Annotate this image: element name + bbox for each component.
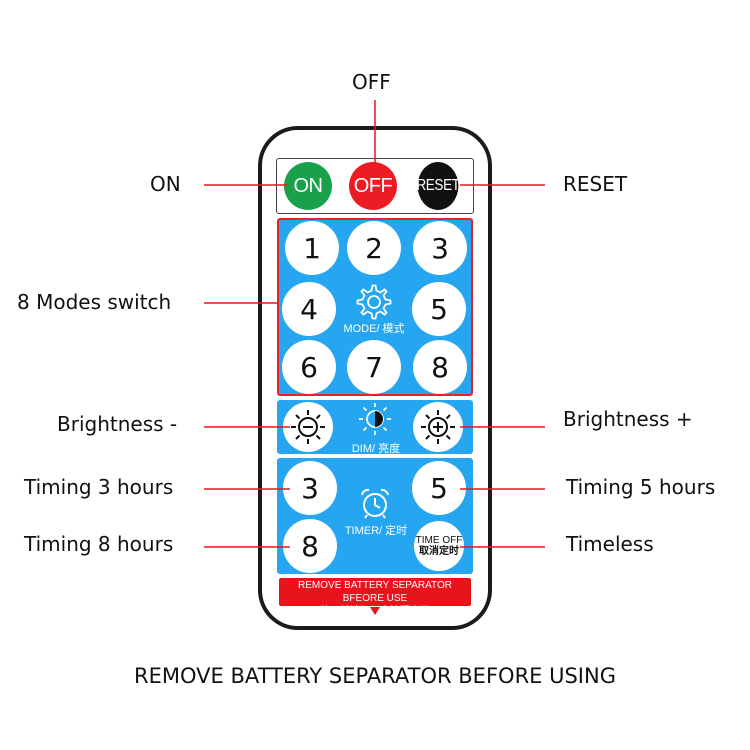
- warning-line-english: REMOVE BATTERY SEPARATOR BFEORE USE: [298, 580, 452, 604]
- time-off-chinese-label: 取消定时: [419, 545, 459, 557]
- mode-1-button[interactable]: 1: [285, 221, 339, 275]
- callout-timeless-label: Timeless: [566, 532, 654, 556]
- timer-8h-button[interactable]: 8: [283, 519, 337, 573]
- mode-5-button[interactable]: 5: [412, 282, 466, 336]
- timer-3h-button[interactable]: 3: [283, 461, 337, 515]
- half-sun-icon: [359, 403, 391, 435]
- callout-timing3-label: Timing 3 hours: [24, 475, 174, 499]
- mode-4-button[interactable]: 4: [282, 282, 336, 336]
- alarm-clock-icon: [361, 488, 389, 519]
- on-button[interactable]: ON: [284, 162, 332, 210]
- off-button[interactable]: OFF: [349, 162, 397, 210]
- callout-brightness-up-label: Brightness +: [563, 407, 693, 431]
- brightness-up-button[interactable]: [413, 402, 463, 452]
- timer-caption: TIMER/ 定时: [344, 525, 408, 537]
- callout-brightness-down-label: Brightness -: [57, 412, 178, 436]
- reset-button[interactable]: RESET: [416, 162, 460, 210]
- sun-minus-icon: [291, 410, 325, 444]
- callout-on-label: ON: [150, 172, 181, 196]
- callout-timing8-label: Timing 8 hours: [24, 532, 174, 556]
- down-arrow-icon: [370, 607, 380, 615]
- dim-caption: DIM/ 亮度: [351, 443, 401, 455]
- mode-2-button[interactable]: 2: [347, 221, 401, 275]
- footer-note: REMOVE BATTERY SEPARATOR BEFORE USING: [134, 664, 616, 688]
- mode-3-button[interactable]: 3: [413, 221, 467, 275]
- mode-8-button[interactable]: 8: [413, 340, 467, 394]
- time-off-label: TIME OFF: [415, 534, 463, 546]
- battery-separator-warning: REMOVE BATTERY SEPARATOR BFEORE USE 使用前请…: [279, 578, 471, 617]
- callout-modes-label: 8 Modes switch: [17, 290, 172, 314]
- callout-off-label: OFF: [352, 70, 391, 94]
- brightness-down-button[interactable]: [283, 402, 333, 452]
- gear-icon: [356, 284, 392, 320]
- mode-caption: MODE/ 模式: [343, 323, 405, 335]
- mode-6-button[interactable]: 6: [282, 340, 336, 394]
- time-off-button[interactable]: TIME OFF 取消定时: [414, 521, 464, 571]
- timer-5h-button[interactable]: 5: [412, 461, 466, 515]
- callout-reset-label: RESET: [563, 172, 628, 196]
- sun-plus-icon: [421, 410, 455, 444]
- mode-7-button[interactable]: 7: [347, 340, 401, 394]
- callout-timing5-label: Timing 5 hours: [566, 475, 716, 499]
